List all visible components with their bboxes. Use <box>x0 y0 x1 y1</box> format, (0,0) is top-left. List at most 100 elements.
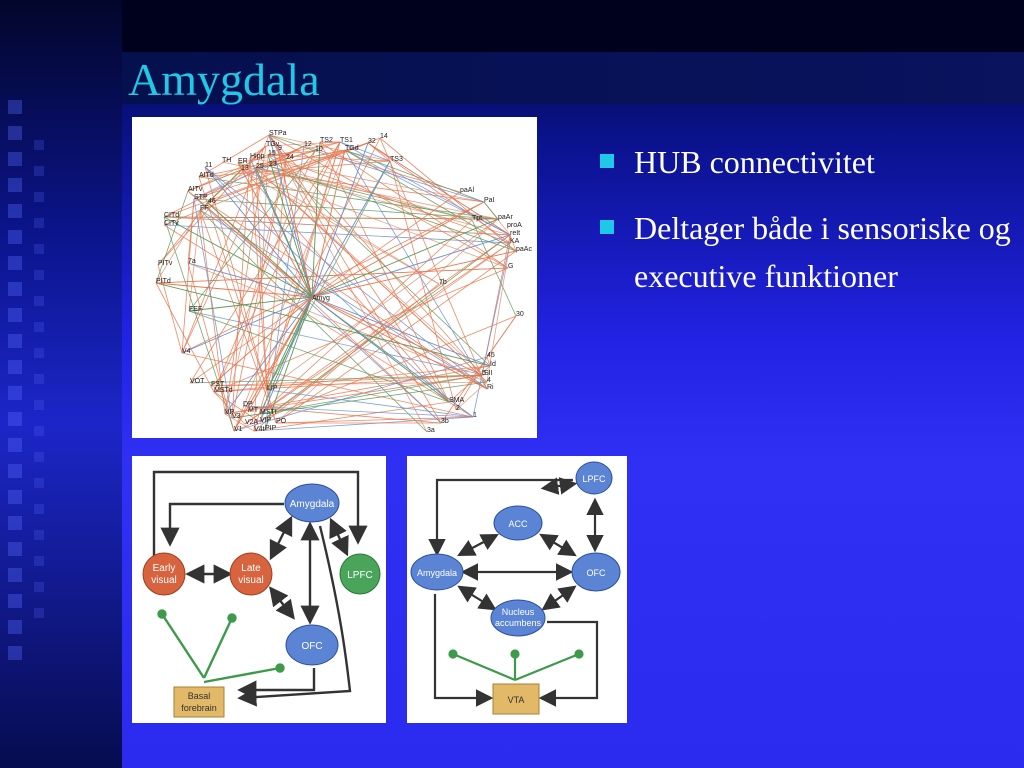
area-label: TGv <box>266 141 280 148</box>
amygdala-edge <box>266 296 313 391</box>
square-bullet-icon <box>600 154 614 168</box>
area-label: PIP <box>265 425 277 432</box>
diagram-right: LPFC ACC Amygdala OFC Nucleus accumbens … <box>407 456 627 723</box>
area-label: Hipp <box>250 153 265 160</box>
network-edge <box>224 158 287 415</box>
amygdala-edge <box>311 201 485 298</box>
network-edge <box>155 190 189 284</box>
area-label: MSTd <box>214 387 233 394</box>
network-edge <box>155 282 491 367</box>
area-label: FEF <box>189 306 202 313</box>
amygdala-edge <box>311 160 391 298</box>
area-label: TGd <box>345 145 359 152</box>
svg-text:forebrain: forebrain <box>181 703 217 713</box>
area-label: paAc <box>516 246 532 253</box>
amygdala-edge <box>207 202 313 298</box>
network-edge <box>267 150 316 156</box>
network-edge <box>188 150 316 312</box>
network-edge <box>181 352 474 418</box>
svg-text:visual: visual <box>238 575 264 586</box>
area-label: Tpt <box>472 215 482 222</box>
amygdala-edge <box>210 296 313 387</box>
svg-text:Early: Early <box>153 563 176 574</box>
slide-title: Amygdala <box>128 54 320 105</box>
network-edge <box>255 167 485 376</box>
area-label: G <box>508 263 513 270</box>
square-bullet-icon <box>600 220 614 234</box>
diagram-right-svg: LPFC ACC Amygdala OFC Nucleus accumbens … <box>410 461 621 715</box>
amygdala-edge <box>163 216 313 298</box>
area-label: MT <box>248 407 259 414</box>
area-label: V4t <box>254 426 265 433</box>
network-edge <box>224 145 267 415</box>
amygdala-edge <box>311 218 499 298</box>
network-edge <box>303 145 461 193</box>
network-edge <box>163 224 474 418</box>
amygdala-edge <box>311 250 517 298</box>
network-edge <box>207 202 488 390</box>
area-label: PITd <box>156 278 171 285</box>
amygdala-edge <box>237 162 313 298</box>
area-label: MSTI <box>260 409 277 416</box>
network-edge <box>155 282 215 393</box>
network-edge <box>155 267 509 284</box>
area-label: TS3 <box>390 156 403 163</box>
diagram-left: Amygdala Early visual Late visual LPFC O… <box>132 456 386 723</box>
area-label: STPa <box>269 130 287 137</box>
network-edge <box>240 169 509 269</box>
area-label: VOT <box>190 378 205 385</box>
network-edge <box>486 356 491 367</box>
area-label: V1 <box>234 426 243 433</box>
network-edge <box>240 169 440 285</box>
network-edge <box>344 149 485 203</box>
area-label: Id <box>490 361 496 368</box>
node-amygdala: Amygdala <box>284 483 340 523</box>
amygdala-edge <box>255 167 313 298</box>
network-edge <box>199 209 488 390</box>
area-label: 4 <box>487 377 491 384</box>
network-edge <box>448 365 491 403</box>
area-label: 3b <box>441 418 449 425</box>
amygdala-edge <box>187 262 313 298</box>
area-label: CITd <box>164 212 179 219</box>
network-edge <box>213 365 491 393</box>
area-label: PITv <box>158 260 173 267</box>
network-edge <box>199 209 428 433</box>
network-edge <box>224 374 483 415</box>
network-edge <box>242 405 474 418</box>
node-ofc: OFC <box>285 624 339 666</box>
svg-text:accumbens: accumbens <box>495 618 542 628</box>
amygdala-edge <box>268 134 313 298</box>
svg-text:Amygdala: Amygdala <box>290 499 335 510</box>
network-edge <box>233 315 517 432</box>
amyg-label: Amyg <box>312 295 330 302</box>
svg-text:OFC: OFC <box>587 568 606 578</box>
area-label: V4 <box>182 348 191 355</box>
svg-text:ACC: ACC <box>508 519 528 529</box>
area-label: 5 <box>482 370 486 377</box>
network-edge <box>249 157 268 391</box>
area-label: V2A <box>245 419 259 426</box>
area-label: 10 <box>315 146 323 153</box>
network-edge <box>193 167 257 200</box>
network-edge <box>339 141 511 236</box>
svg-text:OFC: OFC <box>301 641 322 652</box>
network-edge <box>275 250 517 424</box>
amygdala-edge <box>311 296 488 390</box>
network-edge <box>259 219 473 415</box>
network-edge <box>163 216 499 220</box>
area-label: V3 <box>232 413 241 420</box>
network-edge <box>455 356 488 411</box>
area-label: FST <box>211 381 225 388</box>
amygdala-edge <box>311 234 511 298</box>
area-label: 32 <box>368 138 376 145</box>
amygdala-edge <box>311 296 483 376</box>
amygdala-edge <box>311 142 369 298</box>
amygdala-edge <box>259 296 313 415</box>
amygdala-edge <box>264 296 313 431</box>
area-label: DP <box>243 401 253 408</box>
network-edge <box>244 242 511 425</box>
network-edge <box>255 167 488 383</box>
